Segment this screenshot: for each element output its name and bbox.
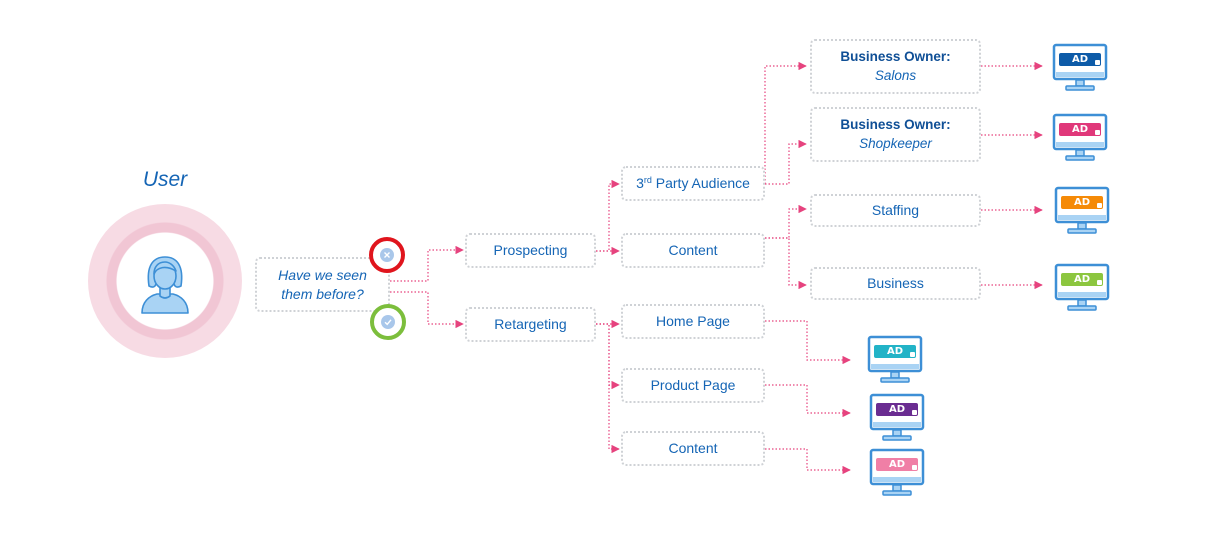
cursor-icon [1095,130,1100,135]
cursor-icon [1097,280,1102,285]
content-retargeting-node: Content [621,431,765,466]
arrow-question-retargeting [390,291,464,329]
prospecting-label: Prospecting [493,242,568,259]
third-party-audience-node: 3rd Party Audience [621,166,765,201]
ad-screen-content: AD [869,448,925,498]
home-page-node: Home Page [621,304,765,339]
arrow-home-ad [765,320,851,365]
cursor-icon [1095,60,1100,65]
product-page-node: Product Page [621,368,765,403]
ad-badge: AD [1059,123,1101,136]
content-retargeting-label: Content [668,440,718,457]
salons-heading: Business Owner: [840,49,951,65]
business-node: Business [810,267,981,300]
user-title: User [142,168,188,191]
cursor-icon [912,465,917,470]
ad-badge: AD [1059,53,1101,66]
user-avatar-icon [141,256,189,314]
arrow-product-ad [765,384,851,418]
product-page-label: Product Page [650,377,736,394]
cursor-icon [1097,203,1102,208]
third-party-label: 3rd Party Audience [636,175,750,192]
retargeting-node: Retargeting [465,307,596,342]
monitor-icon [867,335,923,383]
ad-screen-business: AD [1054,263,1110,313]
prospecting-node: Prospecting [465,233,596,268]
ad-badge: AD [874,345,916,358]
question-line-2: them before? [281,285,364,302]
home-page-label: Home Page [656,313,730,330]
arrow-question-prospecting [390,245,464,282]
staffing-label: Staffing [871,202,920,219]
ad-screen-shopkeeper: AD [1052,113,1108,163]
monitor-icon [869,448,925,496]
content-prospecting-label: Content [668,242,718,259]
monitor-icon [1054,186,1110,234]
status-yes [370,304,406,340]
monitor-icon [1052,113,1108,161]
monitor-icon [869,393,925,441]
check-circle-icon [381,315,395,329]
content-prospecting-node: Content [621,233,765,268]
ad-screen-staffing: AD [1054,186,1110,236]
staffing-node: Staffing [810,194,981,227]
shopkeeper-heading: Business Owner: [840,117,951,133]
arrow-prospecting-thirdparty [596,179,620,252]
arrow-content-staffing [765,204,807,239]
arrow-thirdparty-shopkeeper [765,139,807,185]
x-circle-icon [380,248,394,262]
business-owner-shopkeeper-node: Business Owner: Shopkeeper [810,107,981,162]
arrow-content-retarget-ad [765,448,851,475]
status-no [369,237,405,273]
ad-badge: AD [876,403,918,416]
ad-badge: AD [1061,196,1103,209]
ad-badge: AD [1061,273,1103,286]
monitor-icon [1054,263,1110,311]
arrow-thirdparty-salons [764,61,807,184]
arrow-retargeting-product [596,323,620,390]
ad-badge: AD [876,458,918,471]
retargeting-label: Retargeting [494,316,567,333]
question-node: Have we seen them before? [255,257,390,312]
shopkeeper-sub: Shopkeeper [859,135,932,151]
monitor-icon [1052,43,1108,91]
business-owner-salons-node: Business Owner: Salons [810,39,981,94]
ad-screen-home-page: AD [867,335,923,385]
ad-screen-salons: AD [1052,43,1108,93]
salons-sub: Salons [874,67,917,83]
business-label: Business [867,275,924,292]
cursor-icon [910,352,915,357]
question-line-1: Have we seen [278,266,367,283]
ad-screen-product-page: AD [869,393,925,443]
arrow-retargeting-content [596,323,620,454]
cursor-icon [912,410,917,415]
arrow-content-business [765,237,807,290]
